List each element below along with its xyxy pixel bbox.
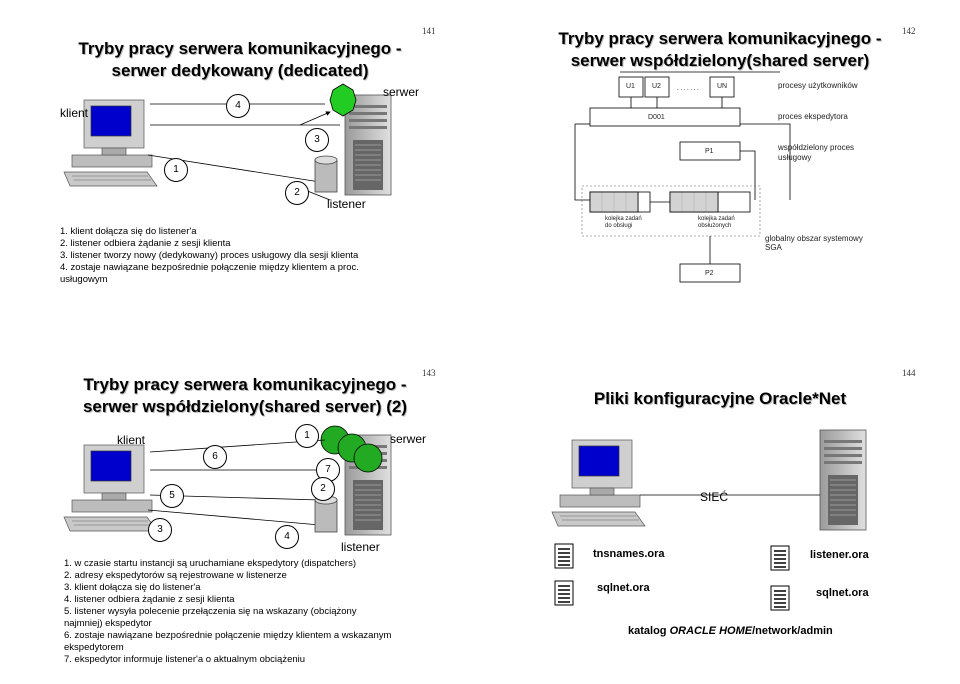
u1-label: U1: [626, 83, 635, 90]
shared-label-line1: współdzielony proces: [778, 143, 855, 152]
un-label: UN: [717, 83, 728, 90]
step-marker-3: 3: [305, 128, 329, 152]
step-marker-5: 5: [160, 484, 184, 508]
slide-143-steps: 1. w czasie startu instancji są uruchami…: [64, 558, 391, 666]
file-icon: [770, 545, 790, 571]
slide-143-title-line2: serwer współdzielony(shared server) (2): [82, 397, 408, 416]
step-marker-1: 1: [295, 424, 319, 448]
step-text: 3. listener tworzy nowy (dedykowany) pro…: [60, 250, 359, 261]
step-marker-1: 1: [164, 158, 188, 182]
file-sqlnet-server: sqlnet.ora: [816, 587, 869, 599]
p1-label: P1: [705, 148, 714, 155]
step-marker-3: 3: [148, 518, 172, 542]
step-marker-6: 6: [203, 445, 227, 469]
slide-144-title: Pliki konfiguracyjne Oracle*Net: [593, 389, 847, 408]
queue-done-line1: kolejka zadań: [698, 216, 735, 222]
catalog-path: katalog ORACLE HOME/network/admin: [628, 625, 833, 637]
step-text: 6. zostaje nawiązane bezpośrednie połącz…: [64, 630, 392, 641]
slide-141-title-line1: Tryby pracy serwera komunikacyjnego -: [78, 39, 402, 58]
step-text: 1. w czasie startu instancji są uruchami…: [64, 558, 356, 569]
file-icon: [554, 580, 574, 606]
serwer-label: serwer: [390, 432, 427, 446]
slide-141-title-line2: serwer dedykowany (dedicated): [111, 61, 369, 80]
step-text: 3. klient dołącza się do listener'a: [64, 582, 201, 593]
shared-process-label: współdzielony proces usługowy: [778, 143, 854, 163]
shared-server-diagram: . . . . . . .: [574, 71, 791, 283]
sga-label-line1: globalny obszar systemowy: [765, 234, 863, 243]
queue-todo-line2: do obsługi: [605, 223, 633, 229]
step-text: 1. klient dołącza się do listener'a: [60, 226, 197, 237]
d001-label: D001: [648, 114, 665, 121]
step-text: usługowym: [60, 274, 108, 285]
slide-142-title: Tryby pracy serwera komunikacyjnego - se…: [540, 28, 900, 72]
step-text: 7. ekspedytor informuje listener'a o akt…: [64, 654, 306, 665]
shared-label-line2: usługowy: [778, 153, 812, 162]
queue-done-label: kolejka zadań obsłużonych: [698, 216, 735, 230]
page-number-144: 144: [902, 368, 916, 378]
step-text: ekspedytorem: [64, 642, 124, 653]
u2-label: U2: [652, 83, 661, 90]
page-number-143: 143: [422, 368, 436, 378]
catalog-prefix: katalog: [628, 625, 670, 637]
network-label: SIEĆ: [700, 490, 729, 504]
file-icon: [554, 543, 574, 569]
sga-label: globalny obszar systemowy SGA: [765, 234, 863, 252]
step-marker-2: 2: [311, 477, 335, 501]
slide-143-title: Tryby pracy serwera komunikacyjnego - se…: [60, 374, 430, 418]
queue-todo-label: kolejka zadań do obsługi: [605, 216, 642, 230]
serwer-label: serwer: [383, 85, 420, 99]
slide-143-title-line1: Tryby pracy serwera komunikacyjnego -: [83, 375, 407, 394]
page-number-141: 141: [422, 26, 436, 36]
dispatcher-label: proces ekspedytora: [778, 112, 848, 121]
sga-label-line2: SGA: [765, 243, 782, 252]
step-text: 4. listener odbiera żądanie z sesji klie…: [64, 594, 235, 605]
listener-label: listener: [341, 540, 380, 554]
step-marker-4: 4: [275, 525, 299, 549]
process-octagon: [329, 83, 357, 117]
catalog-suffix: /network/admin: [752, 625, 833, 637]
file-listener: listener.ora: [810, 549, 869, 561]
step-text: 4. zostaje nawiązane bezpośrednie połącz…: [60, 262, 359, 273]
slide-141-steps: 1. klient dołącza się do listener'a 2. l…: [60, 226, 359, 286]
step-text: najmniej) ekspedytor: [64, 618, 152, 629]
step-marker-4: 4: [226, 94, 250, 118]
file-icon: [770, 585, 790, 611]
p2-label: P2: [705, 270, 714, 277]
queue-done-line2: obsłużonych: [698, 223, 732, 229]
slide-142-title-line2: serwer współdzielony(shared server): [570, 51, 870, 70]
file-sqlnet-client: sqlnet.ora: [597, 582, 650, 594]
svg-text:. . . . . . .: . . . . . . .: [677, 86, 699, 92]
klient-label: klient: [60, 106, 89, 120]
file-tnsnames: tnsnames.ora: [593, 548, 665, 560]
catalog-oracle-home: ORACLE HOME: [669, 625, 753, 637]
step-text: 2. adresy ekspedytorów są rejestrowane w…: [64, 570, 287, 581]
users-processes-label: procesy użytkowników: [778, 81, 858, 90]
listener-label: listener: [327, 197, 366, 211]
step-marker-2: 2: [285, 181, 309, 205]
slide-141-title: Tryby pracy serwera komunikacyjnego - se…: [60, 38, 420, 82]
step-text: 2. listener odbiera żądanie z sesji klie…: [60, 238, 231, 249]
klient-label: klient: [117, 433, 146, 447]
step-text: 5. listener wysyła polecenie przełączeni…: [64, 606, 357, 617]
slide-142-title-line1: Tryby pracy serwera komunikacyjnego -: [558, 29, 882, 48]
queue-todo-line1: kolejka zadań: [605, 216, 642, 222]
page-number-142: 142: [902, 26, 916, 36]
